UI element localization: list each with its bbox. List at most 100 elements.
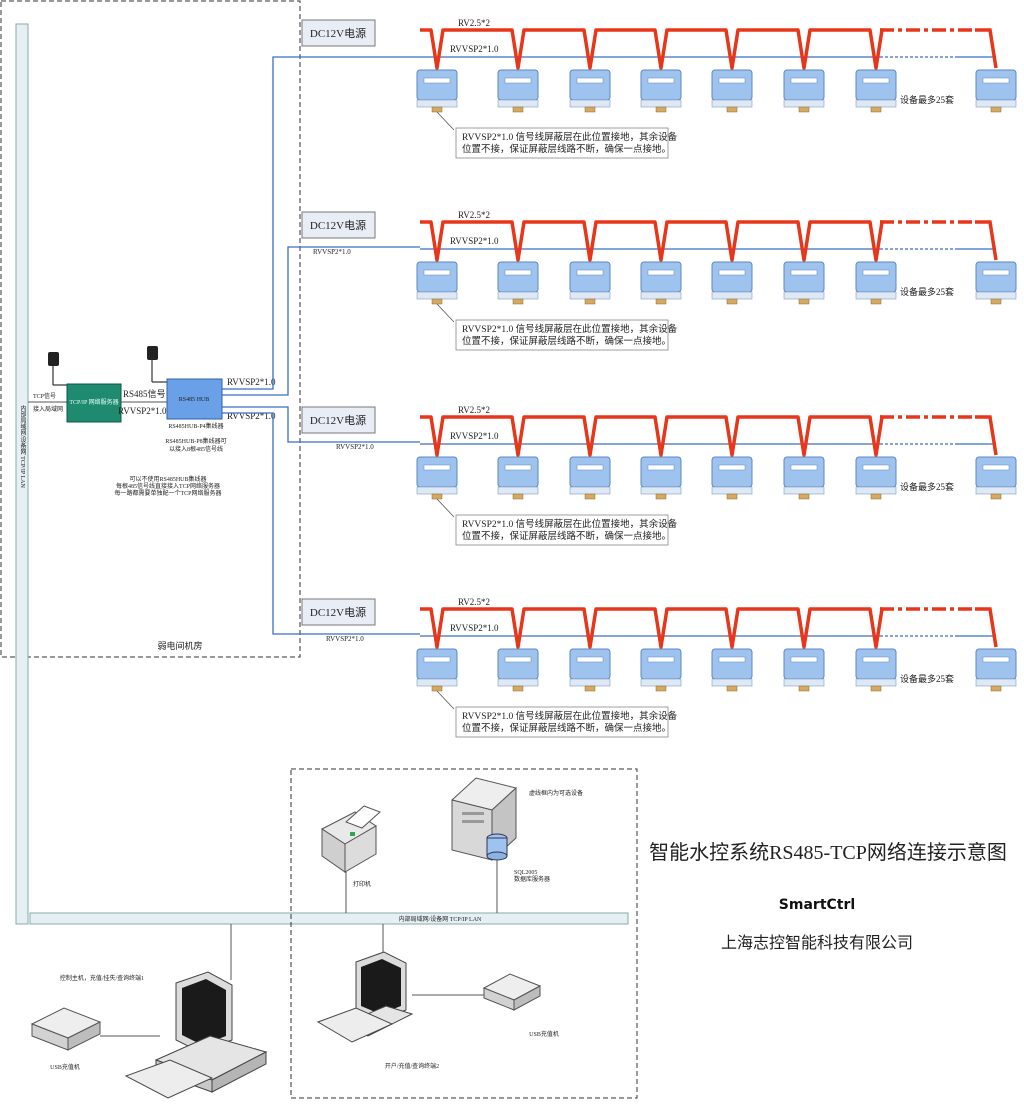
usb-recharger-2-label: USB充值机	[529, 1030, 559, 1038]
machine-room-label: 弱电间机房	[157, 640, 202, 651]
rs485-hub-box	[166, 378, 223, 420]
water-controller-device-icon	[569, 69, 611, 113]
device-body	[640, 69, 682, 101]
water-controller-device-icon	[497, 456, 539, 500]
device-body	[711, 69, 753, 101]
device-display	[862, 656, 890, 663]
device-display	[423, 269, 451, 276]
power-cable-end	[975, 607, 998, 648]
device-base	[711, 291, 753, 300]
device-display	[504, 269, 532, 276]
psu-label: DC12V电源	[310, 605, 366, 619]
device-base	[416, 486, 458, 495]
water-controller-device-icon	[416, 69, 458, 113]
device-display	[718, 464, 746, 471]
device-base	[416, 678, 458, 687]
device-pipe	[990, 685, 1002, 692]
shield-note-line-2: 位置不接，保证屏蔽层线路不断，确保一点接地。	[462, 143, 671, 155]
device-display	[423, 77, 451, 84]
water-controller-device-icon	[975, 261, 1017, 305]
device-base	[569, 291, 611, 300]
device-pipe	[726, 685, 738, 692]
water-controller-device-icon	[497, 648, 539, 692]
device-base	[640, 486, 682, 495]
device-pipe	[584, 298, 596, 305]
water-controller-device-icon	[855, 648, 897, 692]
printer-label: 打印机	[353, 880, 371, 888]
water-controller-device-icon	[569, 261, 611, 305]
device-pipe	[584, 493, 596, 500]
device-base	[855, 291, 897, 300]
device-display	[790, 77, 818, 84]
water-controller-device-icon	[783, 69, 825, 113]
device-base	[497, 486, 539, 495]
device-pipe	[655, 493, 667, 500]
water-controller-device-icon	[711, 648, 753, 692]
device-pipe	[870, 493, 882, 500]
device-base	[569, 678, 611, 687]
device-base	[711, 99, 753, 108]
shield-note-line-1: RVVSP2*1.0 信号线屏蔽层在此位置接地，其余设备	[462, 710, 678, 722]
psu-label: DC12V电源	[310, 218, 366, 232]
device-pipe	[990, 298, 1002, 305]
device-body	[497, 648, 539, 680]
water-controller-device-icon	[497, 261, 539, 305]
device-display	[718, 77, 746, 84]
device-display	[647, 269, 675, 276]
device-display	[718, 269, 746, 276]
device-display	[982, 77, 1010, 84]
water-controller-device-icon	[975, 69, 1017, 113]
device-display	[790, 269, 818, 276]
branch-1: DC12V电源RV2.5*2RVVSP2*1.0设备最多25套RVVSP2*1.…	[301, 18, 1017, 159]
max-devices-label: 设备最多25套	[900, 481, 954, 492]
device-display	[982, 464, 1010, 471]
hub-box-label: RS485 HUB	[179, 397, 210, 403]
shield-note-line-1: RVVSP2*1.0 信号线屏蔽层在此位置接地，其余设备	[462, 323, 678, 335]
hub-caption-3: 以接入8根485信号线	[169, 445, 223, 453]
max-devices-label: 设备最多25套	[900, 94, 954, 105]
shield-note-line-2: 位置不接，保证屏蔽层线路不断，确保一点接地。	[462, 335, 671, 347]
water-controller-device-icon	[569, 456, 611, 500]
device-display	[647, 77, 675, 84]
device-pipe	[431, 493, 443, 500]
psu-box	[301, 406, 376, 434]
device-body	[416, 69, 458, 101]
device-display	[982, 269, 1010, 276]
device-display	[862, 77, 890, 84]
device-base	[855, 99, 897, 108]
device-base	[497, 99, 539, 108]
device-body	[640, 261, 682, 293]
usb-recharger-1-icon	[30, 1007, 102, 1051]
power-cable-end	[975, 220, 998, 261]
shield-note-line-1: RVVSP2*1.0 信号线屏蔽层在此位置接地，其余设备	[462, 518, 678, 530]
water-controller-device-icon	[497, 69, 539, 113]
device-display	[576, 77, 604, 84]
hub-adapter-icon	[147, 346, 167, 383]
device-base	[711, 678, 753, 687]
note-leader	[436, 690, 455, 710]
device-body	[855, 261, 897, 293]
water-controller-device-icon	[855, 261, 897, 305]
branch-input-cable-label: RVVSP2*1.0	[336, 443, 374, 451]
device-base	[497, 678, 539, 687]
device-pipe	[798, 493, 810, 500]
device-body	[783, 648, 825, 680]
water-controller-device-icon	[711, 261, 753, 305]
database-server-icon	[450, 777, 518, 862]
psu-box	[301, 598, 376, 626]
signal-cable-label: RVVSP2*1.0	[450, 44, 499, 54]
device-body	[711, 456, 753, 488]
device-body	[416, 261, 458, 293]
device-base	[569, 99, 611, 108]
water-controller-device-icon	[783, 261, 825, 305]
device-display	[504, 77, 532, 84]
db-server-label-1: SQL2005	[514, 870, 537, 876]
water-controller-device-icon	[711, 456, 753, 500]
shield-note-box	[455, 706, 669, 738]
device-body	[416, 456, 458, 488]
device-pipe	[870, 298, 882, 305]
power-cable	[420, 415, 884, 457]
device-body	[569, 648, 611, 680]
device-pipe	[431, 106, 443, 113]
